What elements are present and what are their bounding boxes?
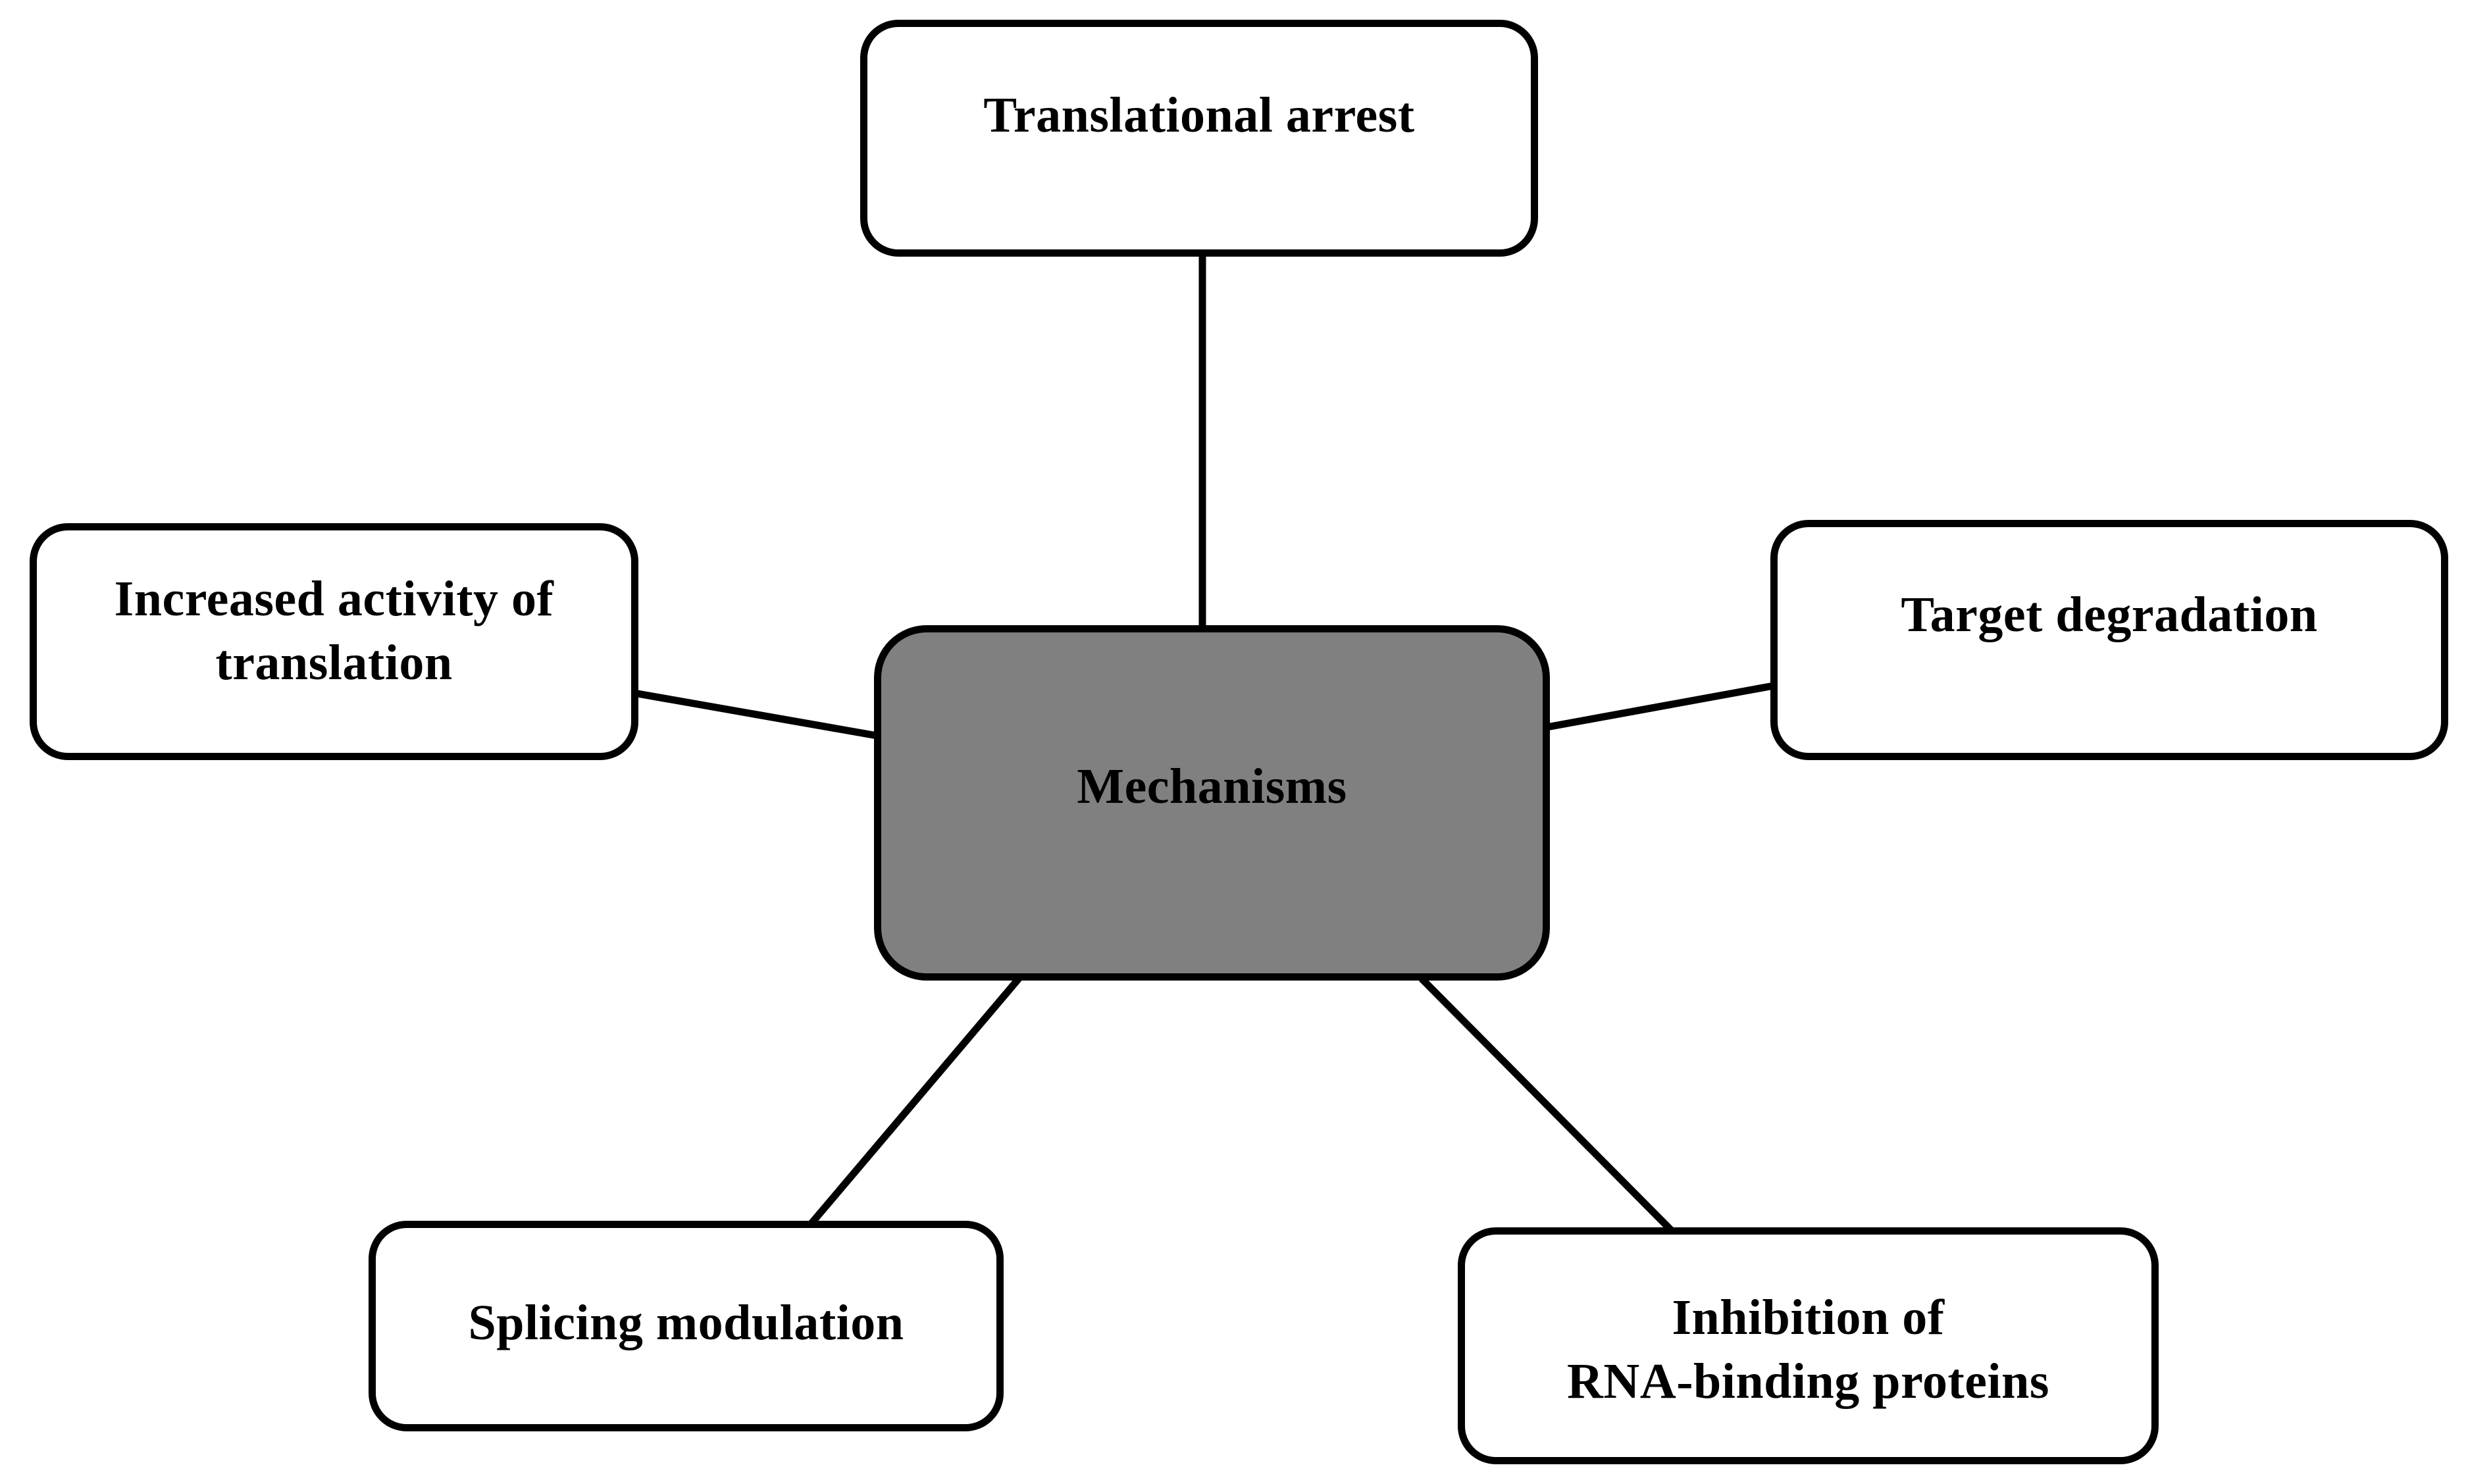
node-increased-activity-of-translation[interactable]: Increased activity of translation [30, 523, 638, 760]
node-translational-arrest-label: Translational arrest [983, 88, 1415, 143]
node-mechanisms-center[interactable]: Mechanisms [874, 625, 1550, 981]
node-increased-activity-of-translation-label: Increased activity of translation [114, 571, 554, 690]
node-target-degradation[interactable]: Target degradation [1770, 520, 2448, 760]
node-inhibition-of-rna-binding-proteins[interactable]: Inhibition of RNA-binding proteins [1458, 1227, 2159, 1464]
node-splicing-modulation-label: Splicing modulation [468, 1295, 904, 1351]
node-splicing-modulation[interactable]: Splicing modulation [369, 1221, 1004, 1431]
connector-mechanisms-increased-activity [633, 689, 878, 740]
connector-mechanisms-inhibition-rbp [1419, 976, 1674, 1233]
node-inhibition-of-rna-binding-proteins-label: Inhibition of RNA-binding proteins [1567, 1289, 2049, 1409]
node-translational-arrest[interactable]: Translational arrest [860, 20, 1538, 257]
connector-mechanisms-splicing-modulation [808, 976, 1022, 1227]
node-target-degradation-label: Target degradation [1901, 586, 2318, 642]
node-mechanisms-label: Mechanisms [1077, 759, 1347, 815]
connector-mechanisms-target-degradation [1546, 682, 1774, 731]
